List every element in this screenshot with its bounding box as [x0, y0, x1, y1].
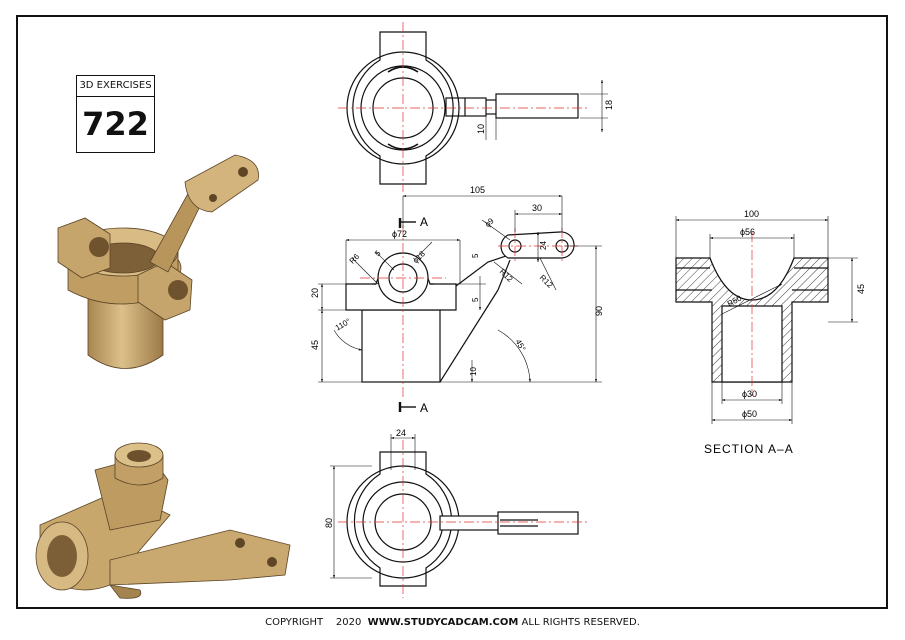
section-view	[675, 257, 829, 383]
dim-front-24: 24	[539, 241, 548, 250]
isometric-view-2	[35, 442, 291, 599]
dim-section-phi30: ϕ30	[742, 389, 757, 399]
dim-front-90: 90	[594, 306, 604, 316]
badge-number: 722	[82, 105, 149, 143]
dim-front-r12b: R12	[538, 273, 555, 290]
top-view-dims	[485, 79, 608, 140]
dim-section-phi50: ϕ50	[742, 409, 757, 419]
front-view-centerlines	[360, 225, 578, 398]
dim-front-110deg: 110°	[334, 317, 352, 333]
front-view	[345, 231, 575, 383]
dim-front-r6: R6	[348, 252, 362, 266]
dim-front-phi72: ϕ72	[392, 229, 407, 239]
dim-section-phi56: ϕ56	[740, 227, 755, 237]
exercise-badge: 3D EXERCISES 722	[76, 75, 155, 153]
footer-year: 2020	[335, 617, 362, 628]
footer-copyright: COPYRIGHT	[265, 617, 324, 628]
sheet-border	[16, 15, 888, 609]
section-title: SECTION A–A	[704, 442, 794, 456]
dim-front-10: 10	[469, 367, 478, 376]
dim-front-5a: 5	[373, 248, 383, 258]
section-view-dims	[675, 216, 858, 424]
dim-bottom-80: 80	[324, 518, 334, 528]
isometric-view-1	[57, 154, 259, 369]
dim-front-5b: 5	[471, 253, 480, 258]
bottom-view	[346, 451, 579, 587]
dim-section-100: 100	[744, 209, 759, 219]
dim-front-20: 20	[310, 288, 320, 298]
bottom-view-dims	[330, 434, 416, 579]
dim-section-45: 45	[856, 284, 866, 294]
dim-bottom-24: 24	[396, 428, 406, 438]
dim-top-10: 10	[476, 124, 486, 134]
dim-front-45deg: 45°	[514, 338, 528, 353]
dim-top-18: 18	[604, 100, 614, 110]
section-marker-top	[398, 218, 416, 228]
top-view-centerlines	[338, 22, 590, 192]
dim-front-5c: 5	[471, 297, 480, 302]
section-label-bottom: A	[420, 401, 428, 415]
dim-front-105: 105	[470, 185, 485, 195]
bottom-view-centerlines	[338, 440, 590, 598]
dim-front-phi9: ϕ9	[483, 216, 496, 229]
section-label-top: A	[420, 215, 428, 229]
dim-front-45: 45	[310, 340, 320, 350]
copyright-footer: COPYRIGHT 2020 WWW.STUDYCADCAM.COM ALL R…	[0, 617, 905, 628]
footer-rights: ALL RIGHTS RESERVED.	[521, 617, 640, 628]
footer-site[interactable]: WWW.STUDYCADCAM.COM	[367, 617, 519, 628]
dim-front-30: 30	[532, 203, 542, 213]
dim-front-r12a: R12	[498, 267, 515, 284]
badge-label: 3D EXERCISES	[77, 76, 154, 97]
front-view-dims	[318, 194, 602, 383]
section-marker-bottom	[398, 402, 416, 412]
